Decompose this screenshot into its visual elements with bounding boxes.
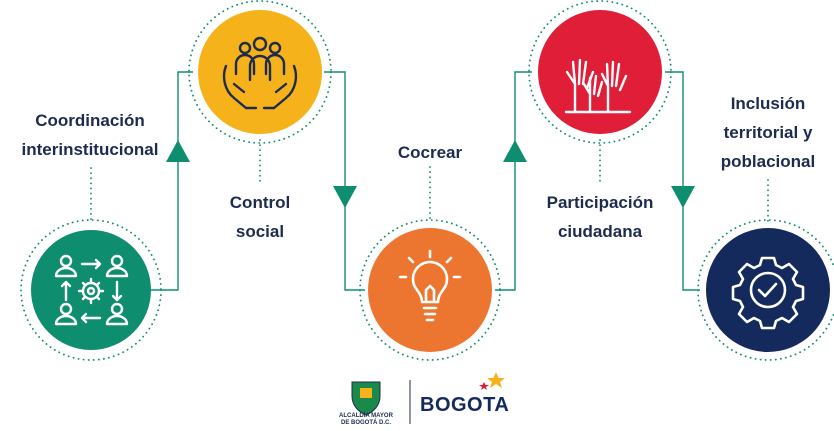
raised-hands-icon	[564, 58, 632, 114]
dotted-guides	[90, 139, 769, 223]
stage-circle-inclusion	[706, 228, 830, 352]
stage-circle-cocrear	[368, 228, 492, 352]
stage-inclusion	[697, 219, 834, 361]
hands-holding-people-icon	[222, 36, 298, 110]
lightbulb-icon	[398, 249, 462, 322]
stage-cocrear	[359, 219, 501, 361]
connectors	[151, 71, 700, 291]
alcaldia-logo	[351, 380, 411, 424]
arrow-down-4	[671, 186, 695, 208]
gear-check-icon	[731, 256, 805, 330]
connector-arrows	[166, 140, 695, 208]
arrow-up-1	[166, 140, 190, 162]
connector-1-2	[151, 71, 193, 291]
bogota-star-icon	[479, 372, 505, 390]
label-control: Control social	[229, 193, 291, 241]
alcaldia-text: ALCALDÍA MAYOR DE BOGOTÁ D.C.	[339, 413, 393, 426]
coat-of-arms-icon	[351, 381, 381, 416]
label-cocrear: Cocrear	[397, 143, 463, 162]
people-exchange-gear-icon	[54, 254, 129, 326]
stage-circle-coordinacion	[31, 230, 151, 350]
arrow-up-3	[503, 140, 527, 162]
stage-circle-participacion	[538, 10, 662, 134]
connector-4-5	[665, 71, 700, 291]
stage-control	[188, 0, 332, 144]
stage-circle-control	[198, 10, 322, 134]
arrow-down-2	[333, 186, 357, 208]
connector-3-4	[495, 71, 532, 291]
label-coordinacion: Coordinación interinstitucional	[21, 111, 159, 159]
bogota-wordmark: BOGOTA	[420, 394, 510, 416]
stage-participacion	[528, 0, 672, 144]
label-participacion: Participación ciudadana	[546, 193, 654, 241]
connector-2-3	[324, 71, 365, 291]
stage-coordinacion	[20, 219, 162, 361]
label-inclusion: Inclusión territorial y poblacional	[720, 94, 816, 171]
